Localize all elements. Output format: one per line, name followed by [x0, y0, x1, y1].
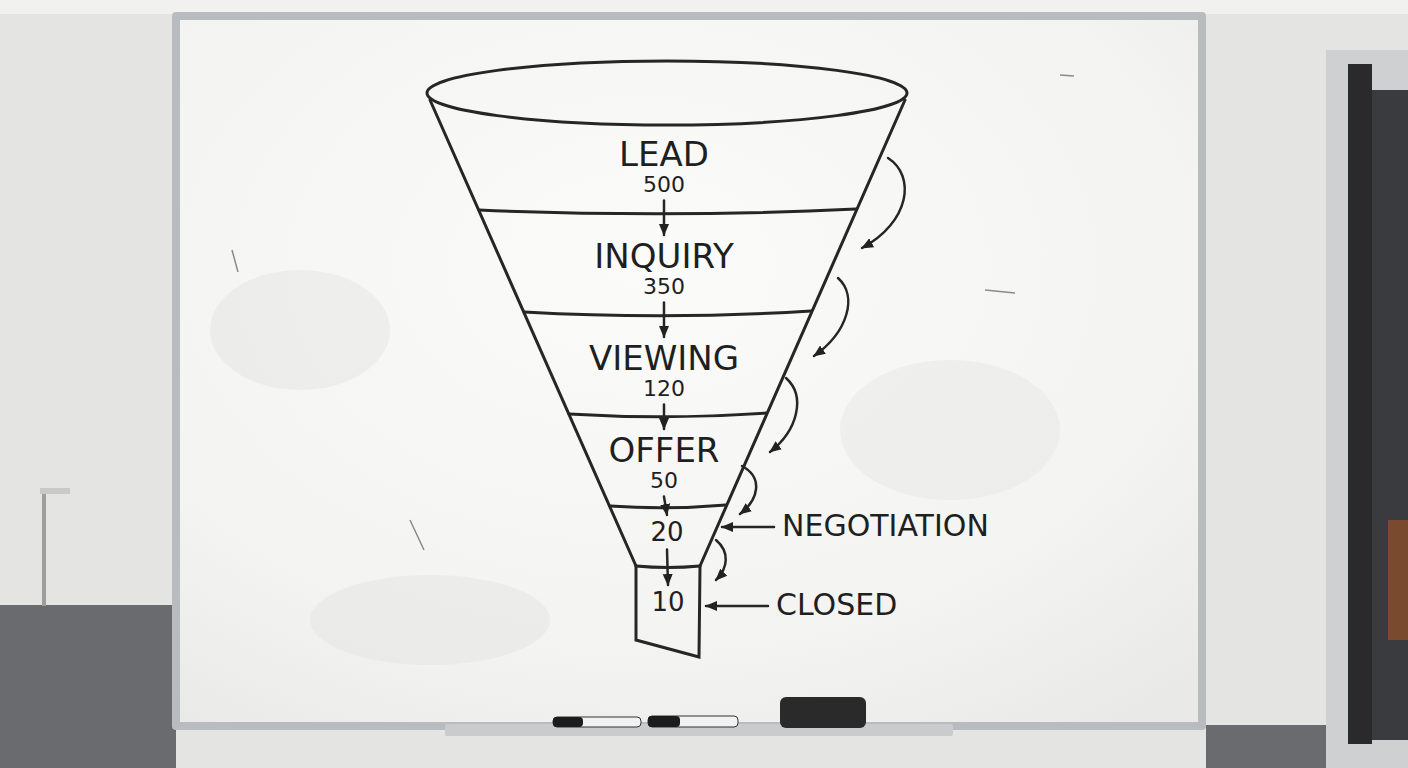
- stage-label: VIEWING: [589, 340, 739, 377]
- band-divider: [479, 209, 856, 214]
- flow-arrow: [664, 497, 667, 515]
- stage-count: 10: [651, 588, 684, 617]
- stage-label: LEAD: [619, 136, 709, 173]
- funnel-stage: VIEWING120: [586, 340, 742, 402]
- smudge: [210, 270, 390, 390]
- stage-count: 500: [619, 173, 709, 197]
- band-divider: [610, 505, 726, 508]
- funnel-stage: 10CLOSED: [648, 588, 687, 617]
- funnel-side: [700, 100, 905, 566]
- board-frame: [172, 12, 1206, 730]
- marker: [648, 716, 738, 727]
- desk-in-doorway: [1388, 520, 1408, 640]
- stage-label: OFFER: [609, 432, 720, 469]
- stage-callout: CLOSED: [776, 587, 897, 623]
- funnel-stage: 20NEGOTIATION: [647, 518, 686, 547]
- curved-arrow: [716, 540, 726, 580]
- curved-arrow: [740, 466, 756, 514]
- funnel-stage: LEAD500: [616, 136, 712, 198]
- board-surface: [180, 20, 1198, 722]
- band-divider: [569, 413, 766, 417]
- floor: [0, 605, 176, 768]
- door-frame: [1348, 64, 1372, 744]
- doorway: [1372, 90, 1408, 740]
- flow-arrow: [667, 550, 668, 585]
- stage-label: INQUIRY: [594, 238, 733, 275]
- marker-residue: [232, 75, 1074, 550]
- flow-arrow: [663, 405, 666, 429]
- stage-count: 50: [609, 469, 720, 493]
- flow-arrow: [663, 303, 666, 337]
- curved-arrow: [814, 278, 848, 356]
- marker-cap: [648, 716, 680, 727]
- funnel-side: [430, 100, 636, 566]
- desk-edge: [40, 488, 70, 494]
- eraser: [780, 697, 866, 728]
- stage-count: 120: [589, 377, 739, 401]
- ceiling: [0, 0, 1408, 14]
- curved-arrow: [862, 158, 905, 248]
- leader-arrow: [706, 605, 768, 608]
- stage-count: 20: [650, 518, 683, 547]
- band-divider: [524, 311, 811, 316]
- marker-cap: [553, 717, 583, 727]
- desk-leg: [42, 494, 46, 606]
- smudge: [310, 575, 550, 665]
- leader-arrow: [722, 526, 774, 529]
- stage-callout: NEGOTIATION: [782, 508, 989, 544]
- stage-count: 350: [594, 275, 733, 299]
- smudge: [840, 360, 1060, 500]
- door-wall: [1326, 50, 1408, 768]
- marker: [553, 717, 641, 727]
- funnel-stage: OFFER50: [606, 432, 723, 494]
- funnel-outline: [427, 61, 907, 657]
- funnel-rim: [427, 61, 907, 125]
- flow-arrow: [663, 201, 666, 235]
- funnel-stage: INQUIRY350: [591, 238, 736, 300]
- curved-arrow: [770, 378, 797, 452]
